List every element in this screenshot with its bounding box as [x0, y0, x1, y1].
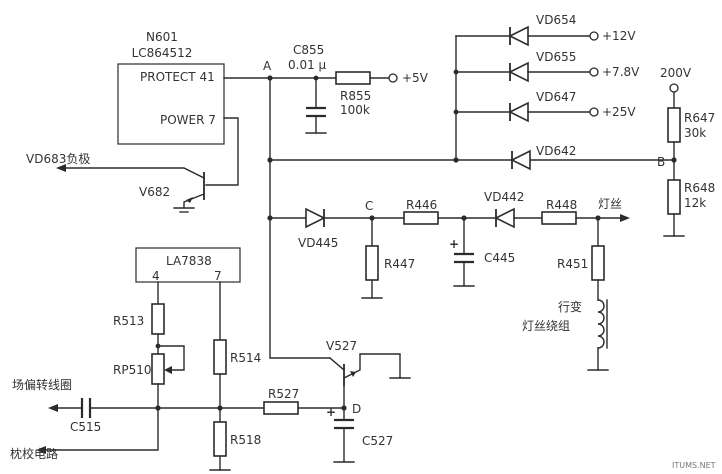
- n601-part: LC864512: [132, 46, 193, 60]
- rp510-wiper-arrow-icon: [164, 366, 172, 374]
- rp510-wiper-wire: [157, 345, 185, 371]
- r447-resistor: [365, 245, 379, 281]
- vertical-coil-arrow-icon: [48, 404, 58, 412]
- rail-junction-dot-1: [267, 157, 273, 163]
- vd445-diode: [305, 207, 326, 229]
- vertical-coil-label: 场偏转线圈: [12, 377, 72, 392]
- v527-collector-lead: [329, 357, 345, 371]
- la7838-pin4: 4: [152, 269, 160, 283]
- rp510-label: RP510: [113, 363, 151, 377]
- r855-resistor: [335, 71, 371, 85]
- r647-label: R647: [684, 111, 715, 125]
- c445-plus-icon: +: [449, 237, 459, 251]
- la7838-ic-box: [135, 247, 241, 283]
- plus200v-terminal: [669, 83, 679, 93]
- plus5v-terminal: [388, 73, 398, 83]
- r451-resistor: [591, 245, 605, 281]
- filament-label: 灯丝: [598, 197, 622, 211]
- v527-emitter-arrow-icon: [350, 371, 356, 377]
- r648-value: 12k: [684, 196, 706, 210]
- rp510-potentiometer: [151, 353, 165, 385]
- r513-label: R513: [113, 314, 144, 328]
- n601-pin-protect: PROTECT 41: [140, 70, 215, 84]
- c445-label: C445: [484, 251, 515, 265]
- vd442-diode: [494, 207, 515, 229]
- vd445-label: VD445: [298, 236, 338, 250]
- plus5v-label: +5V: [402, 71, 429, 85]
- r855-value: 100k: [340, 103, 370, 117]
- r448-label: R448: [546, 198, 577, 212]
- vd654-diode: [508, 25, 529, 47]
- v682-label: V682: [139, 185, 170, 199]
- watermark: ITUMS.NET: [672, 461, 716, 470]
- c515-label: C515: [70, 420, 101, 434]
- node-b-dot: [671, 157, 677, 163]
- r514-label: R514: [230, 351, 261, 365]
- vd655-diode: [508, 61, 529, 83]
- vd683-arrow-icon: [56, 164, 66, 172]
- r527-label: R527: [268, 387, 299, 401]
- r518-resistor: [213, 421, 227, 457]
- main-vertical-rail: [269, 77, 331, 359]
- vd654-label: VD654: [536, 13, 576, 27]
- n601-pin-power: POWER 7: [160, 113, 216, 127]
- n601-ic-box: [117, 63, 225, 145]
- vd655-label: VD655: [536, 50, 576, 64]
- la7838-pin7: 7: [214, 269, 222, 283]
- plus25v-terminal: [589, 107, 599, 117]
- plus12v-terminal: [589, 31, 599, 41]
- n601-name: N601: [146, 30, 178, 44]
- r447-label: R447: [384, 257, 415, 271]
- plus200v-label: 200V: [660, 66, 692, 80]
- c527-plus-icon: +: [326, 405, 336, 419]
- node-b-label: B: [657, 155, 665, 169]
- r647-value: 30k: [684, 126, 706, 140]
- plus25v-label: +25V: [602, 105, 636, 119]
- r518-label: R518: [230, 433, 261, 447]
- v682-collector-wire: [63, 167, 205, 179]
- c855-label: C855: [293, 43, 324, 57]
- vd647-label: VD647: [536, 90, 576, 104]
- c527-label: C527: [362, 434, 393, 448]
- vd683-label: VD683负极: [26, 152, 90, 166]
- r446-resistor: [403, 211, 439, 225]
- pincushion-wire: [43, 383, 159, 451]
- rail-junction-dot-2: [267, 215, 273, 221]
- r448-resistor: [541, 211, 577, 225]
- r527-resistor: [263, 401, 299, 415]
- power-wire: [205, 117, 239, 186]
- r855-label: R855: [340, 89, 371, 103]
- v682-emitter-arrow-icon: [186, 197, 193, 203]
- la7838-part: LA7838: [166, 254, 212, 268]
- r648-label: R648: [684, 181, 715, 195]
- r514-resistor: [213, 339, 227, 375]
- c855-value: 0.01 μ: [288, 58, 327, 72]
- diode-bank-junction-dot: [453, 157, 459, 163]
- pincushion-label: 枕校电路: [10, 446, 58, 461]
- vd642-diode: [510, 149, 531, 171]
- v527-label: V527: [326, 339, 357, 353]
- node-c-label: C: [365, 199, 373, 213]
- flyback-coil: [597, 299, 605, 349]
- plus7-8v-label: +7.8V: [602, 65, 640, 79]
- r446-label: R446: [406, 198, 437, 212]
- v682-emitter-wire: [183, 193, 205, 209]
- vd642-label: VD642: [536, 144, 576, 158]
- vd442-label: VD442: [484, 190, 524, 204]
- flyback-label-2: 灯丝绕组: [522, 319, 570, 333]
- pincushion-arrow-icon: [36, 446, 46, 454]
- plus7-8v-terminal: [589, 67, 599, 77]
- plus12v-label: +12V: [602, 29, 636, 43]
- node-a-label: A: [263, 59, 272, 73]
- filament-arrow-icon: [620, 214, 630, 222]
- r648-resistor: [667, 179, 681, 215]
- r451-label: R451: [557, 257, 588, 271]
- r513-resistor: [151, 303, 165, 335]
- flyback-label-1: 行变: [558, 299, 582, 314]
- node-d-label: D: [352, 402, 361, 416]
- vd647-diode: [508, 101, 529, 123]
- r647-resistor: [667, 107, 681, 143]
